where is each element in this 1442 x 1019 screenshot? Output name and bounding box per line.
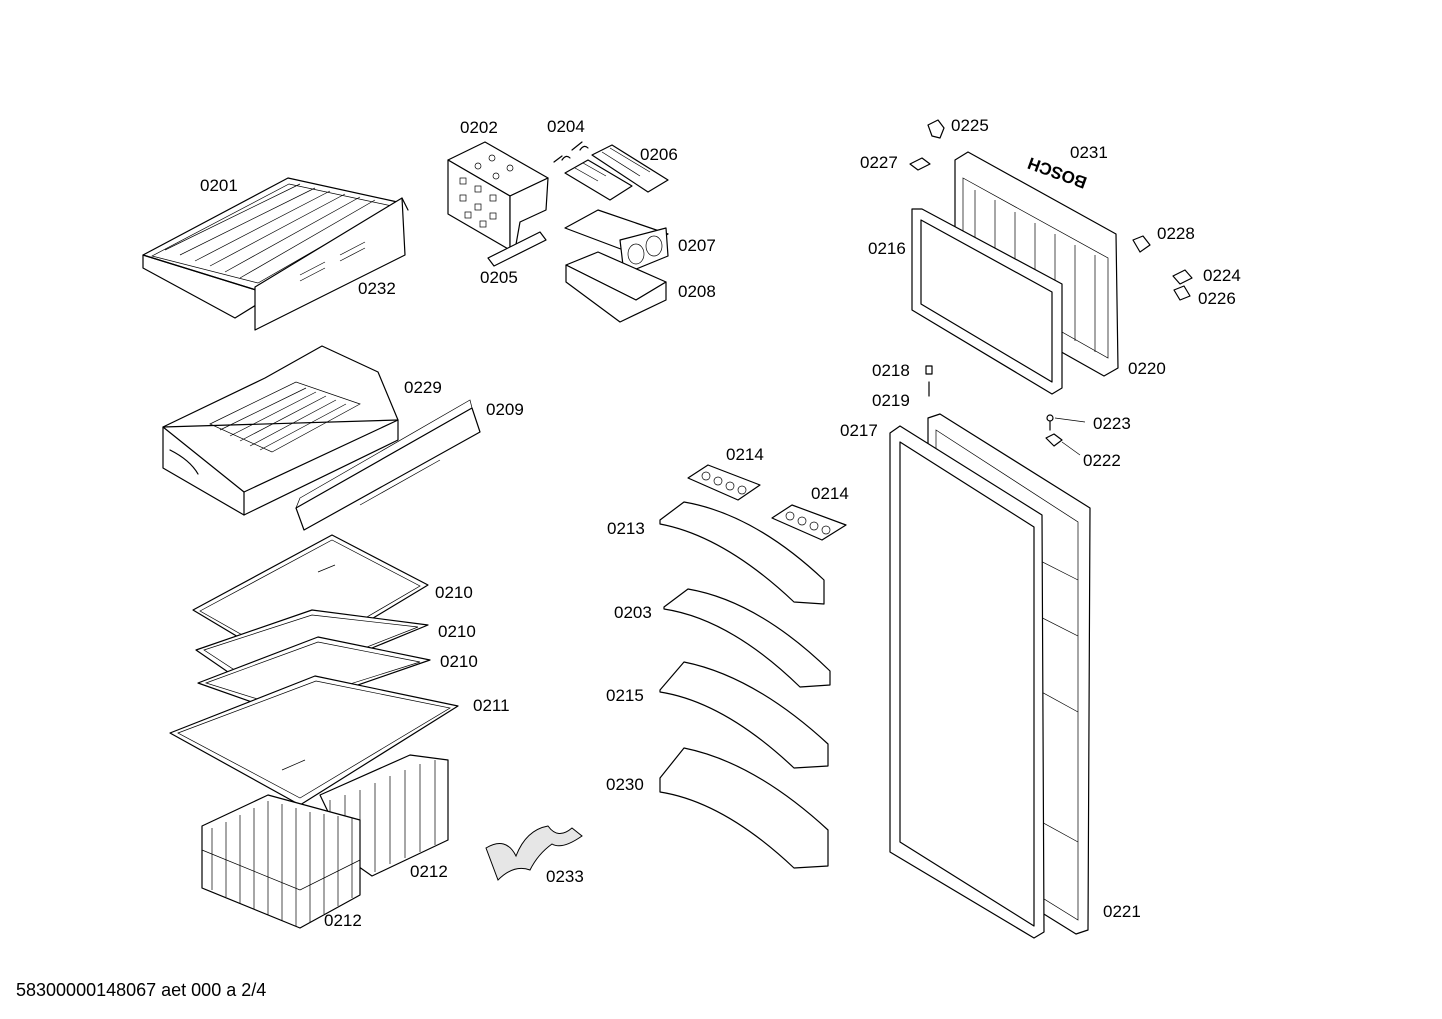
label-0210-1: 0210 [435,583,473,602]
part-0227-stopper [909,157,931,171]
label-0205: 0205 [480,268,518,287]
label-0231: 0231 [1070,143,1108,162]
part-0223-screw [1046,414,1086,431]
part-0222-block [1045,433,1081,456]
label-0224: 0224 [1203,266,1241,285]
label-0212-1: 0212 [410,862,448,881]
label-0201: 0201 [200,176,238,195]
label-0206: 0206 [640,145,678,164]
part-labels: 0201 0202 0204 0206 0207 0205 0208 0232 … [200,116,1241,930]
label-0223: 0223 [1093,414,1131,433]
document-id-footer: 58300000148067 aet 000 a 2/4 [16,980,267,1000]
label-0232: 0232 [358,279,396,298]
part-0228-hinge-cap [1132,235,1151,253]
label-0233: 0233 [546,867,584,886]
label-0226: 0226 [1198,289,1236,308]
label-0216: 0216 [868,239,906,258]
label-0227: 0227 [860,153,898,172]
part-0226-cap [1173,285,1191,301]
part-0225-hinge-part [927,119,945,139]
label-0214-1: 0214 [726,445,764,464]
part-0211-glass-cover [169,675,459,806]
part-0218-screw [925,365,933,375]
label-0204: 0204 [547,117,585,136]
part-0233-bottle-rack [485,825,583,881]
label-0218: 0218 [872,361,910,380]
label-0210-2: 0210 [438,622,476,641]
part-0214-egg-tray-1 [687,464,761,501]
label-0220: 0220 [1128,359,1166,378]
label-0214-2: 0214 [811,484,849,503]
label-0207: 0207 [678,236,716,255]
part-0208-ice-box [565,251,667,323]
label-0215: 0215 [606,686,644,705]
label-0208: 0208 [678,282,716,301]
label-0209: 0209 [486,400,524,419]
label-0230: 0230 [606,775,644,794]
part-0214-egg-tray-2 [771,504,847,541]
label-0212-2: 0212 [324,911,362,930]
label-0225: 0225 [951,116,989,135]
part-0207-ice-tray-frame [564,209,669,275]
label-0219: 0219 [872,391,910,410]
label-0228: 0228 [1157,224,1195,243]
part-0201-wire-shelf [142,177,403,319]
part-0215-door-balcony [659,661,829,769]
part-0230-door-balcony [659,747,829,869]
label-0211: 0211 [473,696,510,715]
label-0222: 0222 [1083,451,1121,470]
part-0205-filter-strip [487,231,547,267]
part-0212-crisper-front [201,794,361,929]
part-0204-clip-pins [553,141,589,163]
part-0209-drawer-front-panel [295,399,481,531]
label-0210-3: 0210 [440,652,478,671]
label-0221: 0221 [1103,902,1141,921]
part-0213-door-balcony [659,501,825,605]
part-0217-fridge-gasket [889,425,1045,939]
part-0202-air-duct-housing [447,141,549,251]
part-0206-ice-trays [564,144,669,201]
part-0203-door-balcony [663,588,831,688]
label-0213: 0213 [607,519,645,538]
label-0217: 0217 [840,421,878,440]
part-0224-cap [1172,269,1193,285]
part-0229-freezer-drawer [162,345,399,516]
label-0202: 0202 [460,118,498,137]
part-0232-shelf-front-panel [254,197,409,331]
label-0229: 0229 [404,378,442,397]
part-0216-freezer-gasket [911,208,1063,395]
label-0203: 0203 [614,603,652,622]
